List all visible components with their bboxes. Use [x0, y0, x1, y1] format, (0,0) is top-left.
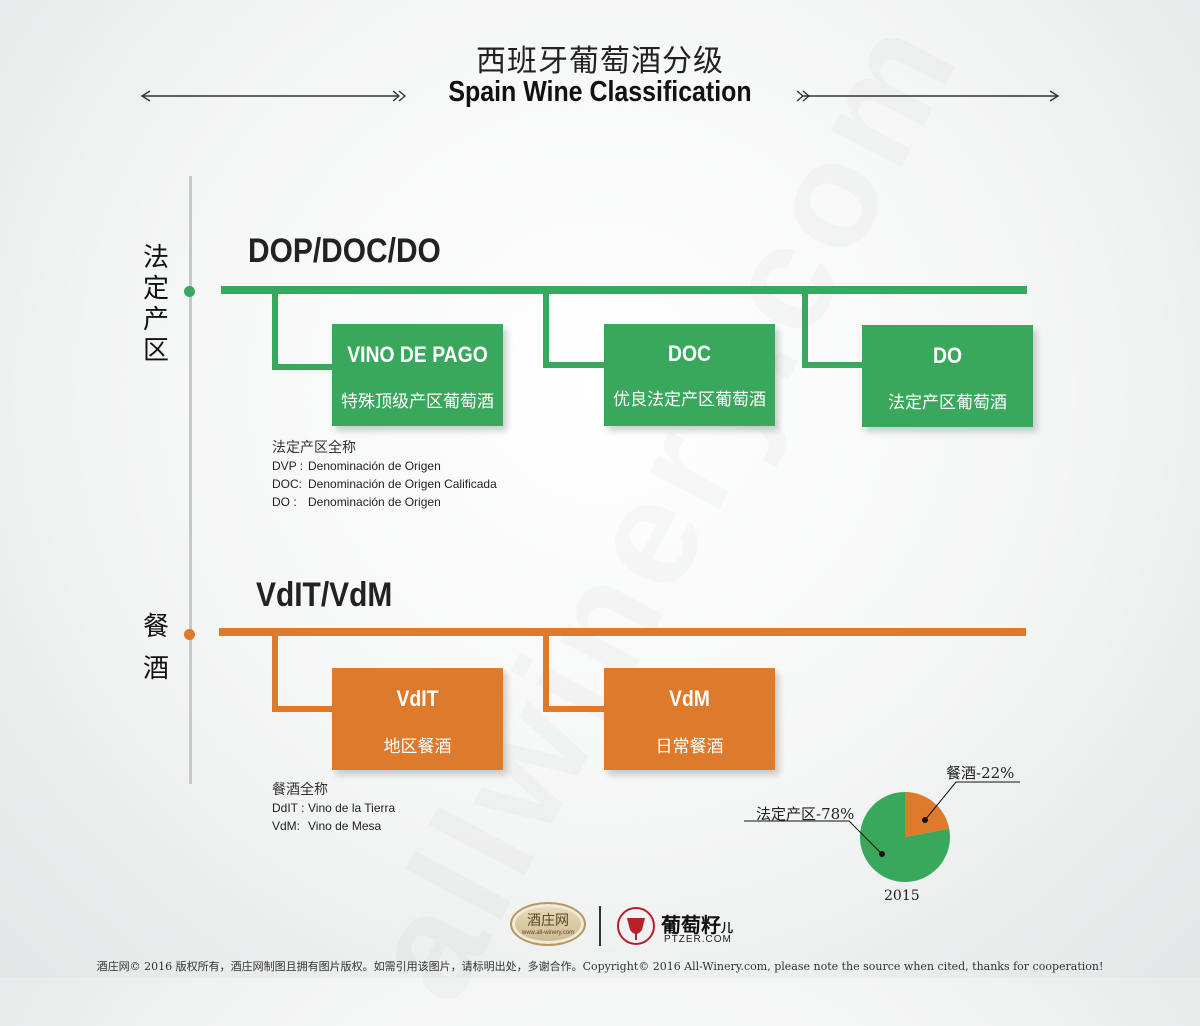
pie-leader-dot-green — [879, 851, 885, 857]
logo-text: 酒庄网 — [527, 913, 569, 929]
vdm-connector-1-horizontal — [272, 706, 334, 712]
pie-chart — [744, 781, 1020, 882]
pie-leader-green — [744, 820, 883, 855]
vdm-notes: 餐酒全称 DdIT :Vino de la Tierra VdM:Vino de… — [272, 781, 395, 835]
vertical-axis — [189, 176, 192, 784]
box-description: 法定产区葡萄酒 — [888, 393, 1007, 413]
dop-connector-3-vertical — [802, 290, 808, 368]
notes-title: 餐酒全称 — [272, 782, 328, 798]
box-code: VdIT — [396, 686, 439, 711]
notes-row: VdM:Vino de Mesa — [272, 819, 382, 833]
dop-connector-1-horizontal — [272, 364, 334, 370]
pie-leader-dot-orange — [922, 817, 928, 823]
notes-row: DO :Denominación de Origen — [272, 495, 441, 509]
pie-title: 2015 — [884, 888, 920, 904]
right-arrow-head — [1049, 90, 1060, 102]
box-description: 日常餐酒 — [655, 737, 724, 757]
all-winery-logo: 酒庄网 www.all-winery.com — [510, 902, 586, 946]
box-code: DOC — [667, 341, 712, 366]
left-arrow-head — [140, 90, 151, 102]
dop-main-line — [221, 286, 1027, 294]
page-title-chinese: 西班牙葡萄酒分级 — [476, 45, 724, 78]
vdm-connector-2-horizontal — [543, 706, 605, 712]
pie-label-dop: 法定产区-78% — [756, 805, 855, 823]
vdm-heading: VdIT/VdM — [256, 576, 393, 614]
box-code: DO — [932, 343, 963, 368]
page-title-english: Spain Wine Classification — [448, 76, 752, 108]
logo-divider — [599, 906, 601, 946]
side-label-dop: 法 定 产 区 — [142, 242, 169, 365]
box-do: DO 法定产区葡萄酒 — [862, 325, 1033, 427]
dop-connector-3-horizontal — [802, 362, 864, 368]
vdm-connector-2-vertical — [543, 632, 549, 712]
ptzer-logo-text: 葡萄籽儿 — [661, 913, 734, 937]
side-label-vdm: 餐 酒 — [142, 611, 169, 683]
box-vdm: VdM 日常餐酒 — [604, 668, 775, 770]
ptzer-logo-subtext: PTZER.COM — [664, 934, 732, 945]
vdm-connector-1-vertical — [272, 632, 278, 712]
notes-title: 法定产区全称 — [272, 440, 356, 456]
vdm-main-line — [219, 628, 1026, 636]
box-description: 地区餐酒 — [383, 737, 452, 757]
dop-connector-2-vertical — [543, 290, 549, 368]
dop-heading: DOP/DOC/DO — [248, 232, 441, 270]
title-arrows — [140, 90, 1060, 102]
pie-leader-orange — [924, 781, 1020, 821]
copyright-footer: 酒庄网© 2016 版权所有，酒庄网制图且拥有图片版权。如需引用该图片，请标明出… — [96, 960, 1104, 973]
vdm-axis-dot — [184, 629, 195, 640]
dop-connector-2-horizontal — [543, 362, 605, 368]
dop-axis-dot — [184, 286, 195, 297]
pie-slice-1 — [905, 792, 950, 837]
pie-label-vdm: 餐酒-22% — [946, 764, 1015, 782]
box-description: 优良法定产区葡萄酒 — [613, 390, 766, 410]
notes-row: DOC:Denominación de Origen Calificada — [272, 477, 497, 491]
box-description: 特殊顶级产区葡萄酒 — [341, 392, 494, 412]
box-code: VdM — [669, 686, 710, 711]
logo-subtext: www.all-winery.com — [521, 930, 575, 936]
notes-row: DdIT :Vino de la Tierra — [272, 801, 396, 815]
box-vdit: VdIT 地区餐酒 — [332, 668, 503, 770]
ptzer-logo-icon — [617, 907, 655, 945]
dop-connector-1-vertical — [272, 290, 278, 370]
box-vino-de-pago: VINO DE PAGO 特殊顶级产区葡萄酒 — [332, 324, 503, 426]
box-doc: DOC 优良法定产区葡萄酒 — [604, 324, 775, 426]
notes-row: DVP :Denominación de Origen — [272, 459, 441, 473]
dop-notes: 法定产区全称 DVP :Denominación de Origen DOC:D… — [272, 439, 497, 511]
box-code: VINO DE PAGO — [347, 342, 488, 367]
